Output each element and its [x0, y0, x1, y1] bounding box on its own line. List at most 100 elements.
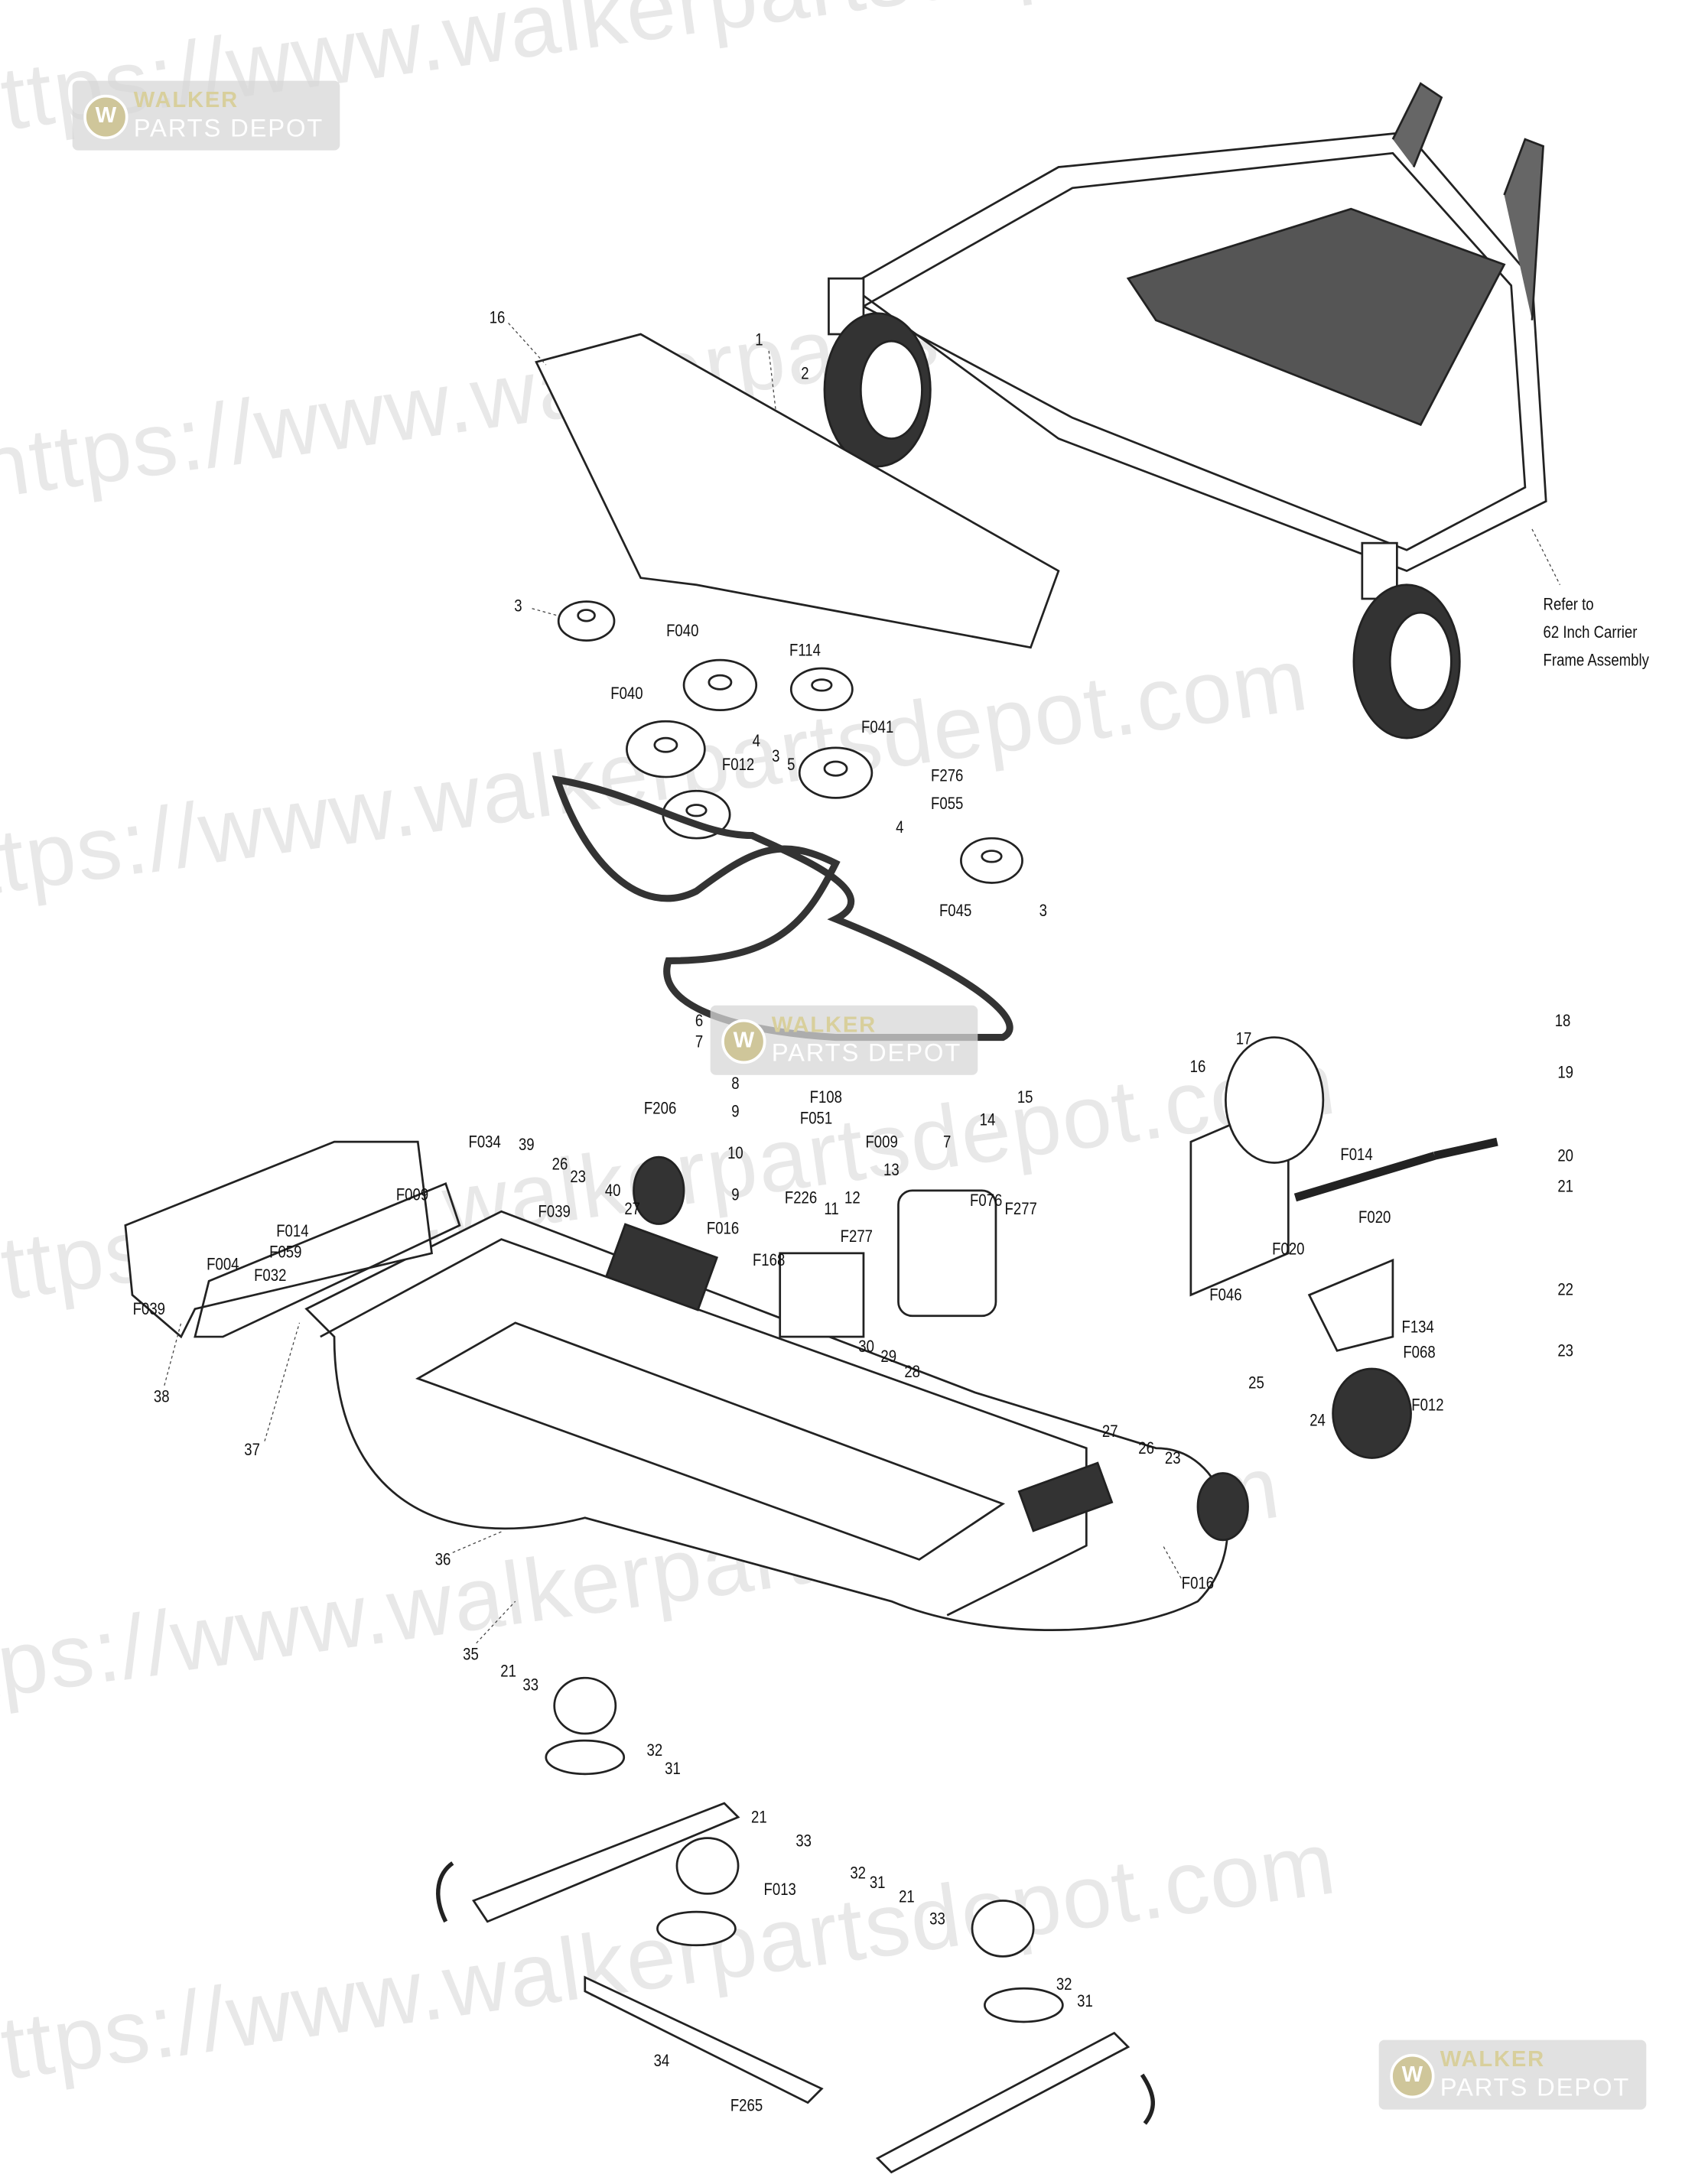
part-callout: F051 [799, 1108, 833, 1128]
reference-note: Refer to 62 Inch Carrier Frame Assembly [1544, 590, 1649, 674]
pulleys [557, 600, 1023, 884]
axle-bracket [1307, 1258, 1394, 1352]
part-callout: 33 [795, 1831, 812, 1851]
part-callout: 25 [1248, 1373, 1264, 1393]
part-callout: 24 [1309, 1410, 1326, 1431]
part-callout: 30 [858, 1337, 874, 1357]
part-callout: 4 [752, 730, 760, 751]
part-callout: 21 [899, 1887, 915, 1906]
pto-assembly [897, 1189, 997, 1318]
part-callout: F016 [706, 1218, 740, 1238]
part-callout: 7 [695, 1032, 704, 1051]
part-callout: F046 [1209, 1285, 1242, 1305]
part-callout: 28 [904, 1361, 921, 1382]
part-callout: 40 [604, 1181, 621, 1201]
lift-handle [1293, 1137, 1498, 1202]
part-callout: 1 [755, 330, 763, 350]
part-callout: 31 [1077, 1991, 1093, 2011]
watermark-logo: W WALKER PARTS DEPOT [710, 1005, 978, 1075]
part-callout: F034 [468, 1132, 501, 1152]
part-callout: F277 [840, 1227, 874, 1246]
part-callout: 18 [1554, 1010, 1571, 1031]
part-callout: 29 [880, 1346, 897, 1367]
note-line: 62 Inch Carrier [1543, 622, 1638, 642]
part-callout: 26 [551, 1154, 568, 1175]
part-callout: 22 [1557, 1279, 1574, 1299]
part-callout: F059 [269, 1242, 302, 1262]
part-callout: 38 [153, 1386, 170, 1407]
watermark-logo: W WALKER PARTS DEPOT [1378, 2039, 1647, 2110]
part-callout: F020 [1358, 1207, 1391, 1227]
part-callout: F206 [643, 1098, 677, 1119]
part-callout: 26 [1138, 1438, 1154, 1458]
logo-icon: W [1390, 2053, 1435, 2099]
part-callout: 11 [824, 1198, 839, 1219]
part-callout: 9 [731, 1101, 740, 1121]
part-callout: 12 [844, 1188, 861, 1207]
discharge-chute [124, 1140, 433, 1339]
part-callout: 14 [979, 1110, 996, 1129]
part-callout: F039 [132, 1298, 166, 1319]
part-callout: F277 [1004, 1198, 1037, 1219]
part-callout: 35 [463, 1644, 479, 1664]
logo-line1: WALKER [133, 89, 239, 113]
part-callout: F016 [1181, 1573, 1215, 1594]
gearbox [779, 1252, 865, 1338]
blades [472, 1802, 1131, 2174]
part-callout: 32 [646, 1740, 663, 1760]
logo-line2: PARTS DEPOT [133, 114, 324, 142]
part-callout: 31 [869, 1873, 886, 1893]
part-callout: F012 [1411, 1395, 1444, 1415]
part-callout: 8 [731, 1073, 740, 1094]
part-callout: F014 [1340, 1144, 1373, 1165]
part-callout: 23 [1557, 1341, 1574, 1361]
part-callout: 23 [1164, 1448, 1181, 1468]
part-callout: F055 [931, 793, 964, 814]
leader-lines [164, 323, 1560, 1644]
note-line: Refer to [1543, 594, 1594, 615]
part-callout: 34 [653, 2051, 670, 2071]
watermark-logo: W WALKER PARTS DEPOT [72, 80, 340, 151]
part-callout: 21 [751, 1807, 767, 1828]
part-callout: F039 [538, 1201, 571, 1221]
part-callout: 32 [1056, 1974, 1072, 1994]
part-callout: 31 [665, 1758, 681, 1779]
part-callout: 32 [850, 1863, 867, 1883]
part-callout: F168 [752, 1250, 786, 1270]
part-callout: F226 [784, 1188, 818, 1207]
spindles [545, 1676, 1064, 2023]
rotation-arrow [1140, 2073, 1155, 2125]
part-callout: 6 [695, 1010, 704, 1031]
part-callout: F009 [865, 1132, 898, 1152]
part-callout: 5 [787, 754, 795, 775]
note-line: Frame Assembly [1543, 650, 1649, 670]
part-callout: F004 [207, 1254, 239, 1275]
part-callout: F265 [730, 2095, 763, 2115]
part-callout: 16 [1189, 1057, 1206, 1077]
deck-top-cover [535, 333, 1060, 649]
logo-line1: WALKER [771, 1013, 877, 1038]
part-callout: F013 [763, 1880, 796, 1900]
part-callout: F040 [610, 684, 643, 704]
carrier-frame [848, 82, 1547, 573]
part-callout: 20 [1557, 1146, 1574, 1166]
logo-line1: WALKER [1440, 2048, 1545, 2072]
part-callout: F045 [939, 901, 972, 921]
part-callout: 39 [518, 1135, 535, 1155]
logo-icon: W [721, 1019, 766, 1064]
part-callout: 19 [1557, 1062, 1574, 1082]
part-callout: F041 [861, 717, 894, 737]
part-callout: 10 [727, 1142, 743, 1163]
part-callout: 27 [1101, 1422, 1118, 1441]
part-callout: F040 [666, 621, 699, 641]
part-callout: 9 [731, 1185, 740, 1205]
part-callout: 3 [1039, 901, 1048, 921]
part-callout: F114 [789, 640, 821, 661]
part-callout: F076 [970, 1190, 1003, 1211]
part-callout: 15 [1017, 1087, 1033, 1107]
gauge-wheel [633, 1155, 1412, 1542]
part-callout: 33 [522, 1675, 539, 1695]
part-callout: 3 [772, 746, 780, 766]
